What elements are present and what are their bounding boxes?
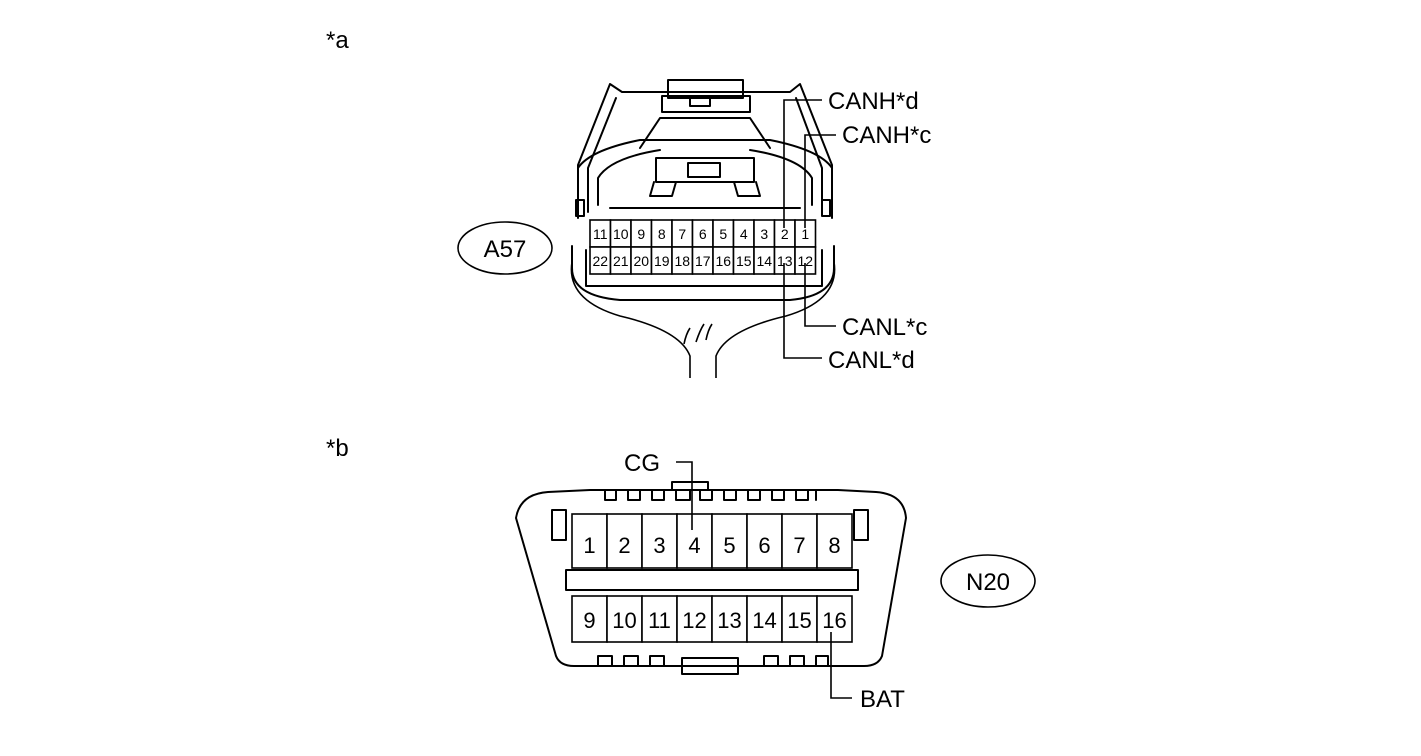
n20-pin-9: 9 — [583, 608, 595, 633]
a57-pin-6: 6 — [699, 226, 707, 242]
a57-pin-2: 2 — [781, 226, 789, 242]
n20-pin-3: 3 — [653, 533, 665, 558]
connector-id-a57-label: A57 — [484, 236, 527, 263]
a57-pin-13: 13 — [777, 253, 793, 269]
a57-pin-14: 14 — [756, 253, 772, 269]
callout-bat: BAT — [860, 686, 905, 713]
n20-pin-16: 16 — [822, 608, 846, 633]
a57-pin-15: 15 — [736, 253, 752, 269]
n20-pin-4: 4 — [688, 533, 700, 558]
n20-pin-14: 14 — [752, 608, 776, 633]
a57-pin-17: 17 — [695, 253, 711, 269]
n20-pin-12: 12 — [682, 608, 706, 633]
callout-canl-c: CANL*c — [842, 314, 927, 341]
n20-pin-2: 2 — [618, 533, 630, 558]
a57-pin-4: 4 — [740, 226, 748, 242]
n20-pin-cell — [816, 595, 853, 643]
n20-pin-cell — [746, 513, 783, 569]
n20-pin-13: 13 — [717, 608, 741, 633]
a57-pin-5: 5 — [719, 226, 727, 242]
n20-pin-1: 1 — [583, 533, 595, 558]
n20-pin-8: 8 — [828, 533, 840, 558]
a57-pin-19: 19 — [654, 253, 670, 269]
n20-pin-cell — [711, 513, 748, 569]
a57-pin-8: 8 — [658, 226, 666, 242]
a57-pin-3: 3 — [760, 226, 768, 242]
connector-id-n20: N20 — [940, 554, 1036, 608]
n20-pin-cell — [746, 595, 783, 643]
n20-pin-6: 6 — [758, 533, 770, 558]
connector-a57-drawing — [570, 79, 836, 378]
callout-canh-c: CANH*c — [842, 122, 931, 149]
a57-pin-21: 21 — [613, 253, 629, 269]
marker-b: *b — [326, 435, 349, 462]
callout-canh-d: CANH*d — [828, 88, 919, 115]
n20-pin-cell — [781, 513, 818, 569]
a57-pin-22: 22 — [592, 253, 608, 269]
connector-n20-drawing — [515, 481, 907, 675]
callout-lines-n20 — [676, 461, 852, 699]
n20-pin-cell — [711, 595, 748, 643]
a57-pin-1: 1 — [801, 226, 809, 242]
n20-pin-15: 15 — [787, 608, 811, 633]
a57-pin-10: 10 — [613, 226, 629, 242]
connector-id-n20-label: N20 — [966, 569, 1010, 596]
callout-canl-d: CANL*d — [828, 347, 915, 374]
n20-pin-11: 11 — [648, 608, 671, 633]
callout-lines-a57 — [783, 99, 836, 359]
n20-pin-10: 10 — [612, 608, 636, 633]
n20-pin-cell — [816, 513, 853, 569]
n20-pin-7: 7 — [793, 533, 805, 558]
callout-cg: CG — [624, 450, 660, 477]
a57-pin-12: 12 — [797, 253, 813, 269]
a57-pin-20: 20 — [633, 253, 649, 269]
connector-id-a57: A57 — [457, 221, 553, 275]
a57-pin-11: 11 — [593, 226, 608, 242]
a57-pin-9: 9 — [637, 226, 645, 242]
a57-pin-16: 16 — [715, 253, 731, 269]
a57-pin-7: 7 — [678, 226, 686, 242]
marker-a: *a — [326, 27, 349, 54]
n20-pin-cell — [641, 513, 678, 569]
a57-pin-18: 18 — [674, 253, 690, 269]
n20-pin-cell — [781, 595, 818, 643]
n20-pin-5: 5 — [723, 533, 735, 558]
n20-pin-cell — [606, 513, 643, 569]
